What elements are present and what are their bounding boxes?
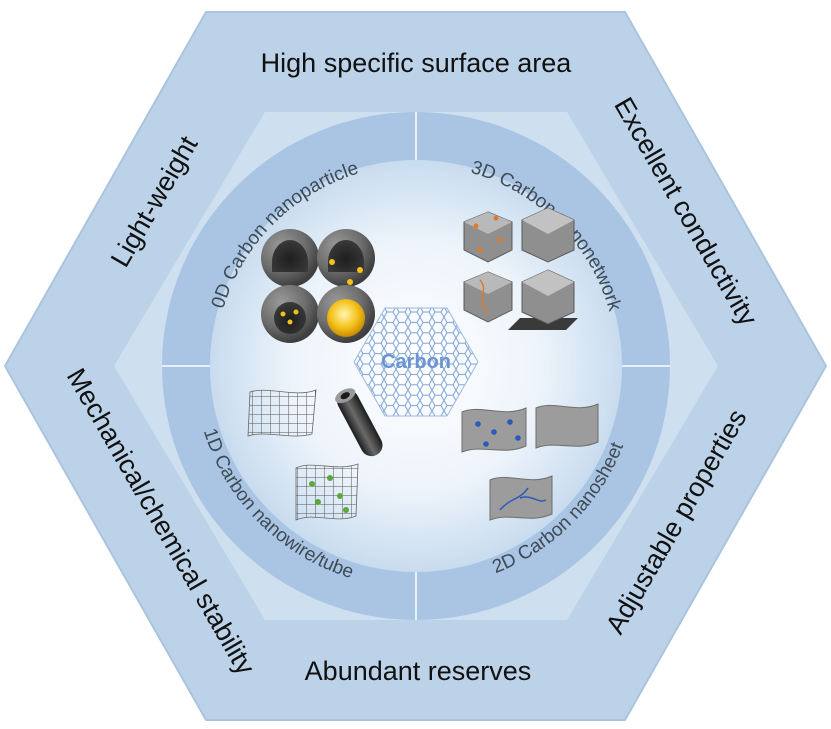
nanonetwork-illustration (463, 207, 578, 330)
center-label: Carbon (381, 351, 451, 373)
property-top-label: High specific surface area (261, 48, 573, 78)
property-bottom-label: Abundant reserves (305, 656, 532, 686)
nanosheet-illustration (461, 403, 599, 521)
nanowire-illustration (247, 388, 383, 521)
graphene-hexagon (353, 307, 479, 417)
nanoparticle-illustration (261, 229, 375, 343)
